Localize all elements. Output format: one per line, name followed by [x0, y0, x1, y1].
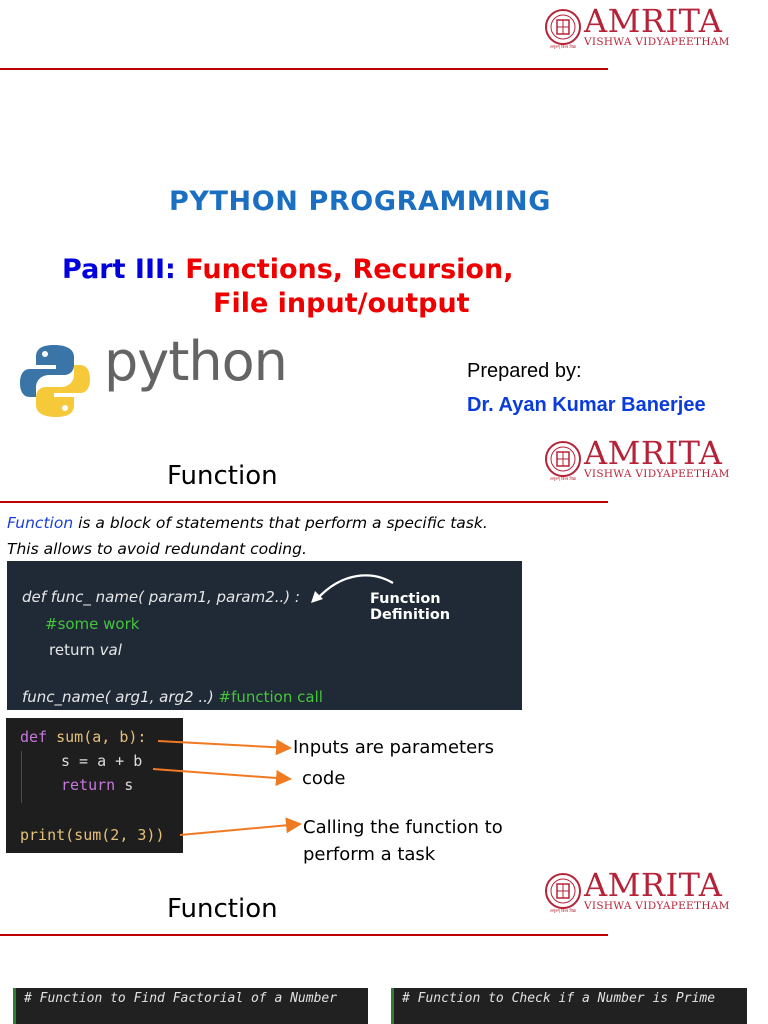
function-definition-annotation: Function Definition [370, 591, 451, 623]
sum-line-print: print(sum(2, 3)) [20, 826, 165, 844]
python-wordmark: python [104, 330, 288, 393]
amrita-emblem-icon [545, 9, 581, 45]
arrow-to-parameters [157, 739, 292, 756]
amrita-emblem-icon [545, 441, 581, 477]
logo-subtitle: VISHWA VIDYAPEETHAM [584, 468, 730, 480]
prepared-by-label: Prepared by: [467, 360, 582, 382]
calling-label: Calling the function to perform a task [303, 814, 503, 868]
function-syntax-code: def func_ name( param1, param2..) : #som… [7, 561, 522, 710]
def-signature: sum(a, b): [47, 728, 147, 746]
logo-subtitle: VISHWA VIDYAPEETHAM [584, 36, 730, 48]
amrita-logo: AMRITA VISHWA VIDYAPEETHAM अमृतम् विश्व … [544, 866, 756, 914]
part-topic-line1: Functions, Recursion, [185, 254, 514, 285]
header-rule [0, 934, 608, 936]
prime-code-preview: # Function to Check if a Number is Prime [391, 988, 747, 1024]
sum-line-def: def sum(a, b): [20, 728, 146, 746]
curved-arrow-icon [311, 574, 394, 603]
part-topic-line2: File input/output [213, 288, 470, 319]
arrow-to-call [179, 817, 302, 836]
return-keyword: return [61, 776, 116, 794]
return-value: s [115, 776, 134, 794]
calling-label-line2: perform a task [303, 844, 436, 865]
calling-label-line1: Calling the function to [303, 817, 503, 838]
description-line2: This allows to avoid redundant coding. [7, 540, 307, 558]
amrita-logo: AMRITA VISHWA VIDYAPEETHAM अमृतम् विश्व … [544, 434, 756, 482]
logo-subtitle: VISHWA VIDYAPEETHAM [584, 900, 730, 912]
code-line-comment: #some work [45, 615, 140, 633]
course-title: PYTHON PROGRAMMING [168, 186, 552, 217]
logo-wordmark: AMRITA [584, 434, 723, 472]
part-title: Part III: Functions, Recursion, File inp… [62, 253, 513, 321]
amrita-emblem-icon [545, 873, 581, 909]
logo-wordmark: AMRITA [584, 866, 723, 904]
logo-tagline: अमृतम् विश्व विद्या [549, 476, 577, 481]
call-comment: #function call [218, 688, 323, 706]
sum-function-code: def sum(a, b): s = a + b return s print(… [6, 718, 183, 853]
code-label: code [302, 768, 346, 789]
sum-line-return: return s [61, 776, 133, 794]
call-expression: func_name( arg1, arg2 ..) [22, 688, 219, 706]
inputs-label: Inputs are parameters [293, 737, 494, 758]
arrow-to-code [152, 768, 292, 786]
logo-wordmark: AMRITA [584, 2, 723, 40]
code-line-def: def func_ name( param1, param2..) : [22, 588, 300, 606]
code-line-return: return val [49, 641, 122, 659]
description-rest: is a block of statements that perform a … [73, 514, 488, 532]
slide-heading: Function [167, 461, 278, 491]
logo-tagline: अमृतम् विश्व विद्या [549, 44, 577, 49]
sum-line-assign: s = a + b [61, 752, 143, 770]
code-line-call: func_name( arg1, arg2 ..) #function call [22, 688, 323, 706]
factorial-code-preview: # Function to Find Factorial of a Number [13, 988, 368, 1024]
author-name: Dr. Ayan Kumar Banerjee [467, 394, 706, 416]
function-term: Function [7, 514, 74, 532]
python-logo-icon [20, 345, 90, 417]
header-rule [0, 68, 608, 70]
amrita-logo: AMRITA VISHWA VIDYAPEETHAM अमृतम् विश्व … [544, 2, 756, 50]
header-rule [0, 501, 608, 503]
part-label: Part III: [62, 254, 176, 285]
indent-guide [21, 751, 22, 803]
slide-heading: Function [167, 894, 278, 924]
function-description: Function is a block of statements that p… [7, 510, 488, 562]
logo-tagline: अमृतम् विश्व विद्या [549, 908, 577, 913]
def-keyword: def [20, 728, 48, 746]
return-value: val [99, 641, 122, 659]
annotation-arrows [152, 739, 302, 836]
return-keyword: return [49, 641, 100, 659]
